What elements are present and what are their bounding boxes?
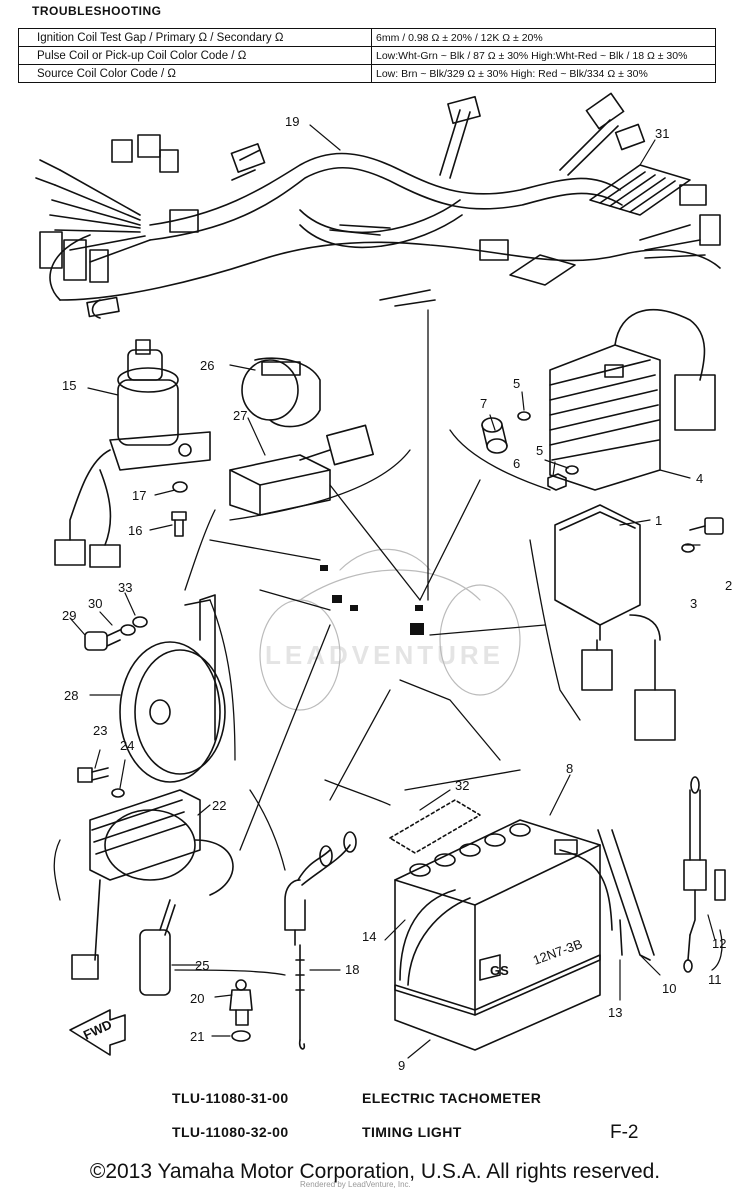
callout-20: 20 <box>190 991 204 1006</box>
bolt <box>171 511 187 537</box>
callout-19: 19 <box>285 114 299 129</box>
callout-21: 21 <box>190 1029 204 1044</box>
figure-number: F-2 <box>610 1122 639 1143</box>
washer <box>565 465 579 475</box>
callout-23: 23 <box>93 723 107 738</box>
watermark: LEADVENTURE <box>265 640 505 670</box>
spec-label: Source Coil Color Code / Ω <box>18 64 372 83</box>
callout-5a: 5 <box>513 376 520 391</box>
callout-15: 15 <box>62 378 76 393</box>
callout-14: 14 <box>362 929 376 944</box>
flasher-relay <box>229 424 375 516</box>
footer-desc: ELECTRIC TACHOMETER <box>362 1090 542 1106</box>
small-watermark: Rendered by LeadVenture, Inc. <box>300 1180 411 1189</box>
exploded-parts-diagram: GS 12N7-3B <box>35 92 732 1073</box>
copyright-notice: ©2013 Yamaha Motor Corporation, U.S.A. A… <box>89 1160 661 1183</box>
motorcycle-outline <box>259 548 521 711</box>
washer <box>120 624 136 636</box>
callout-25: 25 <box>195 958 209 973</box>
group-brackets <box>53 429 723 976</box>
washer <box>231 1030 251 1042</box>
footer-desc: TIMING LIGHT <box>362 1124 462 1140</box>
washer <box>132 616 148 628</box>
callout-17: 17 <box>132 488 146 503</box>
callout-4: 4 <box>696 471 703 486</box>
callout-16: 16 <box>128 523 142 538</box>
callout-11: 11 <box>708 972 722 987</box>
callout-22: 22 <box>212 798 226 813</box>
table-row: Source Coil Color Code / Ω Low: Brn ~ Bl… <box>18 64 716 83</box>
bolt <box>84 629 121 651</box>
callout-13: 13 <box>608 1005 622 1020</box>
main-switch <box>54 339 211 568</box>
callout-32: 32 <box>455 778 469 793</box>
spec-value: Low: Brn ~ Blk/329 Ω ± 30% High: Red ~ B… <box>371 64 716 83</box>
spec-value: 6mm / 0.98 Ω ± 20% / 12K Ω ± 20% <box>371 28 716 47</box>
battery-model: 12N7-3B <box>531 936 584 968</box>
callout-26: 26 <box>200 358 214 373</box>
washer <box>111 788 125 798</box>
battery-brand: GS <box>490 963 509 978</box>
callout-33: 33 <box>118 580 132 595</box>
relay <box>241 357 321 428</box>
callout-12: 12 <box>712 936 726 951</box>
callout-5b: 5 <box>536 443 543 458</box>
footer-part-no: TLU-11080-32-00 <box>172 1124 289 1140</box>
callout-labels: 1 2 3 4 5 5 6 7 8 9 10 11 12 13 14 15 16… <box>62 114 732 1073</box>
washer <box>681 543 695 553</box>
callout-28: 28 <box>64 688 78 703</box>
stop-switch <box>683 776 726 973</box>
washer <box>517 411 531 421</box>
callout-7: 7 <box>480 396 487 411</box>
callout-8: 8 <box>566 761 573 776</box>
callout-24: 24 <box>120 738 134 753</box>
table-row: Ignition Coil Test Gap / Primary Ω / Sec… <box>18 28 716 47</box>
callout-1: 1 <box>655 513 662 528</box>
leader-lines <box>209 309 546 851</box>
callout-30: 30 <box>88 596 102 611</box>
neutral-switch <box>229 979 253 1026</box>
ignition-coil <box>71 789 234 996</box>
bolt <box>689 517 724 535</box>
bolt <box>77 767 109 783</box>
connector-markers <box>320 565 424 635</box>
washer <box>172 481 188 493</box>
troubleshooting-table: Ignition Coil Test Gap / Primary Ω / Sec… <box>18 28 716 83</box>
callout-9: 9 <box>398 1058 405 1073</box>
cdi-unit <box>554 504 676 741</box>
fwd-arrow-icon: FWD <box>69 1009 126 1056</box>
callout-18: 18 <box>345 962 359 977</box>
callout-3: 3 <box>690 596 697 611</box>
callout-2: 2 <box>725 578 732 593</box>
troubleshooting-title: TROUBLESHOOTING <box>32 4 162 18</box>
callout-27: 27 <box>233 408 247 423</box>
horn <box>119 594 226 783</box>
wire-harness <box>35 92 721 319</box>
table-row: Pulse Coil or Pick-up Coil Color Code / … <box>18 46 716 65</box>
callout-31: 31 <box>655 126 669 141</box>
collar <box>481 417 508 454</box>
rectifier-regulator <box>549 309 716 491</box>
callout-10: 10 <box>662 981 676 996</box>
callout-6: 6 <box>513 456 520 471</box>
sensor-unit <box>284 831 357 1050</box>
callout-29: 29 <box>62 608 76 623</box>
nut <box>547 473 567 491</box>
fwd-label: FWD <box>81 1017 114 1043</box>
footer-part-no: TLU-11080-31-00 <box>172 1090 289 1106</box>
